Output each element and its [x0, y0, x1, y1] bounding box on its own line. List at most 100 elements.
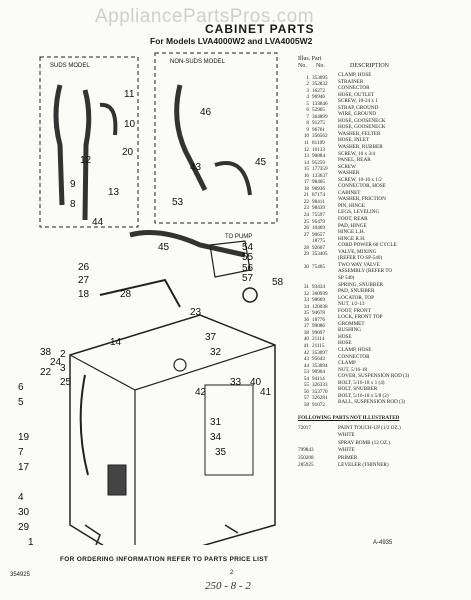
callout-number: 27: [78, 275, 90, 286]
suds-hose-left: [53, 84, 65, 206]
outlet-hose: [129, 230, 246, 258]
part-illus-no: 36: [303, 316, 309, 323]
callout-number: 37: [205, 332, 217, 343]
part-illus-no: 32: [303, 290, 309, 297]
part-number: 99097: [312, 329, 325, 336]
part-description: HOSE, INLET: [338, 137, 370, 144]
part-number: 75465: [312, 264, 325, 271]
callout-number: 33: [230, 377, 242, 388]
part-number: 91072: [312, 401, 325, 408]
part-description: CLAMP, HOSE: [338, 72, 372, 78]
part-number: 133637: [312, 172, 328, 179]
page-number: 2: [230, 570, 234, 576]
figure-number: A-4935: [373, 540, 393, 546]
part-number: 326281: [312, 395, 328, 402]
callout-number: 45: [158, 242, 170, 253]
part-description: (REFER TO SP-540): [338, 255, 383, 262]
part-description: TWO WAY VALVE: [338, 261, 380, 268]
part-illus-no: 34: [303, 303, 309, 310]
not-illustrated-row: WHITE: [298, 432, 468, 440]
callout-number: 43: [190, 162, 202, 173]
part-illus-no: 7: [306, 113, 309, 120]
part-number: 98411: [312, 198, 325, 205]
part-number: 87174: [312, 192, 325, 199]
handwritten-note: 250 - 8 - 2: [205, 580, 251, 592]
parts-list-row: ASSEMBLY (REFER TO: [298, 268, 468, 275]
part-illus-no: 54: [303, 375, 309, 382]
nonsuds-connector: [214, 161, 252, 196]
part-description: STRAINER: [338, 78, 364, 85]
callout-number: 35: [215, 447, 227, 458]
part-description: CABINET: [338, 189, 361, 196]
callout-number: 40: [250, 377, 262, 388]
part-description: PAD, HINGE: [338, 222, 367, 229]
part-description: CONNECTOR: [338, 85, 370, 92]
to-pump-label: TO PUMP: [225, 234, 252, 240]
part-illus-no: 42: [303, 349, 309, 356]
part-number: 18776: [312, 316, 325, 323]
callout-number: 9: [70, 179, 76, 190]
part-number: 81109: [312, 140, 325, 147]
part-illus-no: 18: [303, 185, 309, 192]
part-description: SCREW: [338, 163, 356, 170]
front-foot: [224, 524, 239, 534]
part-illus-no: 28: [303, 244, 309, 251]
part-illus-no: 33: [303, 297, 309, 304]
part-description: HOSE: [338, 340, 352, 347]
part-number: 99086: [312, 323, 325, 330]
part-number: 353097: [312, 349, 328, 356]
part-illus-no: 4: [306, 94, 309, 101]
part-illus-no: 23: [303, 205, 309, 212]
part-number: 96761: [312, 126, 325, 133]
ordering-footer: FOR ORDERING INFORMATION REFER TO PARTS …: [60, 556, 269, 563]
part-number: 96946: [312, 94, 325, 101]
watermark: AppliancePartsPros.com: [95, 6, 315, 27]
suspension-bracket: [209, 240, 251, 278]
power-cord: [79, 374, 89, 476]
part-illus-no: 43: [303, 356, 309, 363]
part-description: CORD POWER 60 CYCLE: [338, 242, 397, 249]
part-illus-no: 40: [303, 336, 309, 343]
part-description: ASSEMBLY (REFER TO: [338, 268, 393, 275]
not-illustrated-row: SPRAY BOMB (12 OZ.): [298, 440, 468, 448]
part-description: FOOT, REAR: [338, 216, 368, 223]
part-description: SPRAY BOMB (12 OZ.): [338, 439, 391, 446]
callout-number: 6: [18, 382, 24, 393]
part-illus-no: 2: [306, 81, 309, 88]
part-description: PRIMER: [338, 454, 358, 461]
callout-number: 20: [122, 147, 134, 158]
part-illus-no: 14: [303, 159, 309, 166]
part-illus-no: 6: [306, 107, 309, 114]
part-description: VALVE, MIXING: [338, 248, 377, 255]
part-number: 285925: [298, 462, 314, 468]
callout-number: 3: [60, 363, 66, 374]
callout-number: 41: [260, 387, 272, 398]
part-illus-no: 24: [303, 212, 309, 219]
part-number: 326333: [312, 382, 328, 389]
part-description: CLAMP: [338, 360, 356, 367]
callout-number: 12: [80, 155, 92, 166]
part-number: 177359: [312, 166, 328, 173]
part-description: CONNECTOR: [338, 353, 370, 360]
callout-number: 31: [210, 417, 222, 428]
part-illus-no: 15: [303, 166, 309, 173]
part-description: STRAP, GROUND: [338, 104, 379, 111]
